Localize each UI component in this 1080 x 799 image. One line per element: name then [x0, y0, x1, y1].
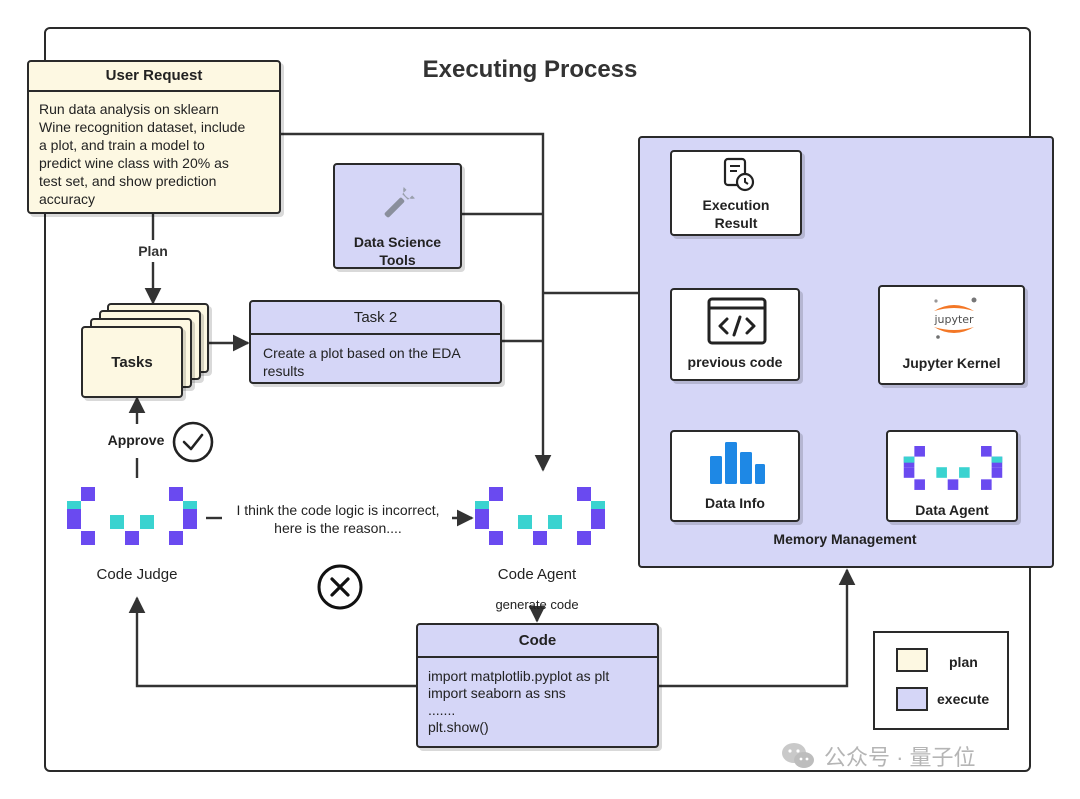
code-agent-label: Code Agent	[497, 566, 577, 583]
jupyter-logo-text: jupyter	[933, 313, 974, 326]
feedback-text: I think the code logic is incorrect, her…	[218, 501, 458, 537]
code-window-icon	[707, 297, 767, 345]
watermark-text: 公众号 · 量子位	[824, 745, 976, 770]
legend-plan-swatch	[896, 648, 928, 672]
user-request-line: Wine recognition dataset, include	[39, 119, 246, 135]
legend-execute-swatch	[896, 687, 928, 711]
user-request-line: a plot, and train a model to	[39, 137, 205, 153]
code-to-memory-arrow	[659, 568, 856, 688]
jupyter-logo-icon: jupyter	[933, 297, 977, 339]
data-info-box: Data Info	[670, 430, 800, 522]
code-line: import seaborn as sns	[428, 685, 566, 701]
plan-label: Plan	[138, 243, 168, 259]
user-request-heading: User Request	[29, 62, 279, 92]
code-heading: Code	[418, 625, 657, 658]
code-agent-logo	[475, 487, 605, 545]
code-judge-logo	[67, 487, 197, 545]
code-to-judge-arrow	[128, 596, 416, 688]
user-request-line: test set, and show prediction	[39, 173, 217, 189]
diagram-title: Executing Process	[422, 56, 638, 83]
execution-result-box: Execution Result	[670, 150, 802, 236]
user-request-text: Run data analysis on sklearn Wine recogn…	[29, 92, 279, 208]
previous-code-box: previous code	[670, 288, 800, 381]
code-line: .......	[428, 702, 456, 718]
jupyter-kernel-label: Jupyter Kernel	[902, 355, 1001, 371]
wrench-icon	[384, 187, 415, 218]
reject-circle-icon	[317, 564, 363, 610]
legend-execute-label: execute	[937, 691, 990, 707]
data-agent-label: Data Agent	[915, 502, 989, 518]
data-science-tools-box: Data Science Tools	[333, 163, 462, 269]
data-agent-logo	[903, 446, 1003, 490]
tasks-box: Tasks	[81, 326, 183, 398]
watermark: 公众号 · 量子位	[780, 738, 1038, 774]
code-line: plt.show()	[428, 719, 489, 735]
data-info-label: Data Info	[705, 495, 765, 511]
feedback-line: I think the code logic is incorrect,	[236, 502, 440, 518]
data-agent-box: Data Agent	[886, 430, 1018, 522]
code-line: import matplotlib.pyplot as plt	[428, 668, 610, 684]
generate-code-label: generate code	[495, 597, 579, 612]
previous-code-label: previous code	[687, 354, 783, 370]
approve-label: Approve	[107, 432, 165, 448]
tools-label-line: Data Science	[353, 234, 442, 250]
request-to-agent-arrow	[280, 132, 552, 472]
wechat-icon	[782, 743, 814, 768]
code-judge-label: Code Judge	[96, 566, 178, 583]
user-request-line: Run data analysis on sklearn	[39, 101, 219, 117]
execution-result-line: Execution	[702, 197, 770, 213]
legend-box: plan execute	[873, 631, 1009, 730]
check-circle-icon	[172, 421, 214, 463]
user-request-line: predict wine class with 20% as	[39, 155, 229, 171]
task2-line: Create a plot based on the EDA	[263, 345, 461, 361]
feedback-line: here is the reason....	[274, 520, 402, 536]
jupyter-kernel-box: jupyter Jupyter Kernel	[878, 285, 1025, 385]
user-request-box: User Request Run data analysis on sklear…	[27, 60, 281, 214]
task2-box: Task 2 Create a plot based on the EDA re…	[249, 300, 502, 384]
code-box: Code import matplotlib.pyplot as plt imp…	[416, 623, 659, 748]
task2-heading: Task 2	[251, 302, 500, 335]
memory-management-label: Memory Management	[773, 531, 917, 547]
legend-plan-label: plan	[949, 654, 978, 670]
task2-line: results	[263, 363, 305, 379]
tools-label-line: Tools	[379, 252, 416, 268]
user-request-line: accuracy	[39, 191, 96, 207]
bar-chart-icon	[710, 442, 765, 484]
document-clock-icon	[723, 157, 755, 192]
execution-result-line: Result	[714, 215, 758, 231]
